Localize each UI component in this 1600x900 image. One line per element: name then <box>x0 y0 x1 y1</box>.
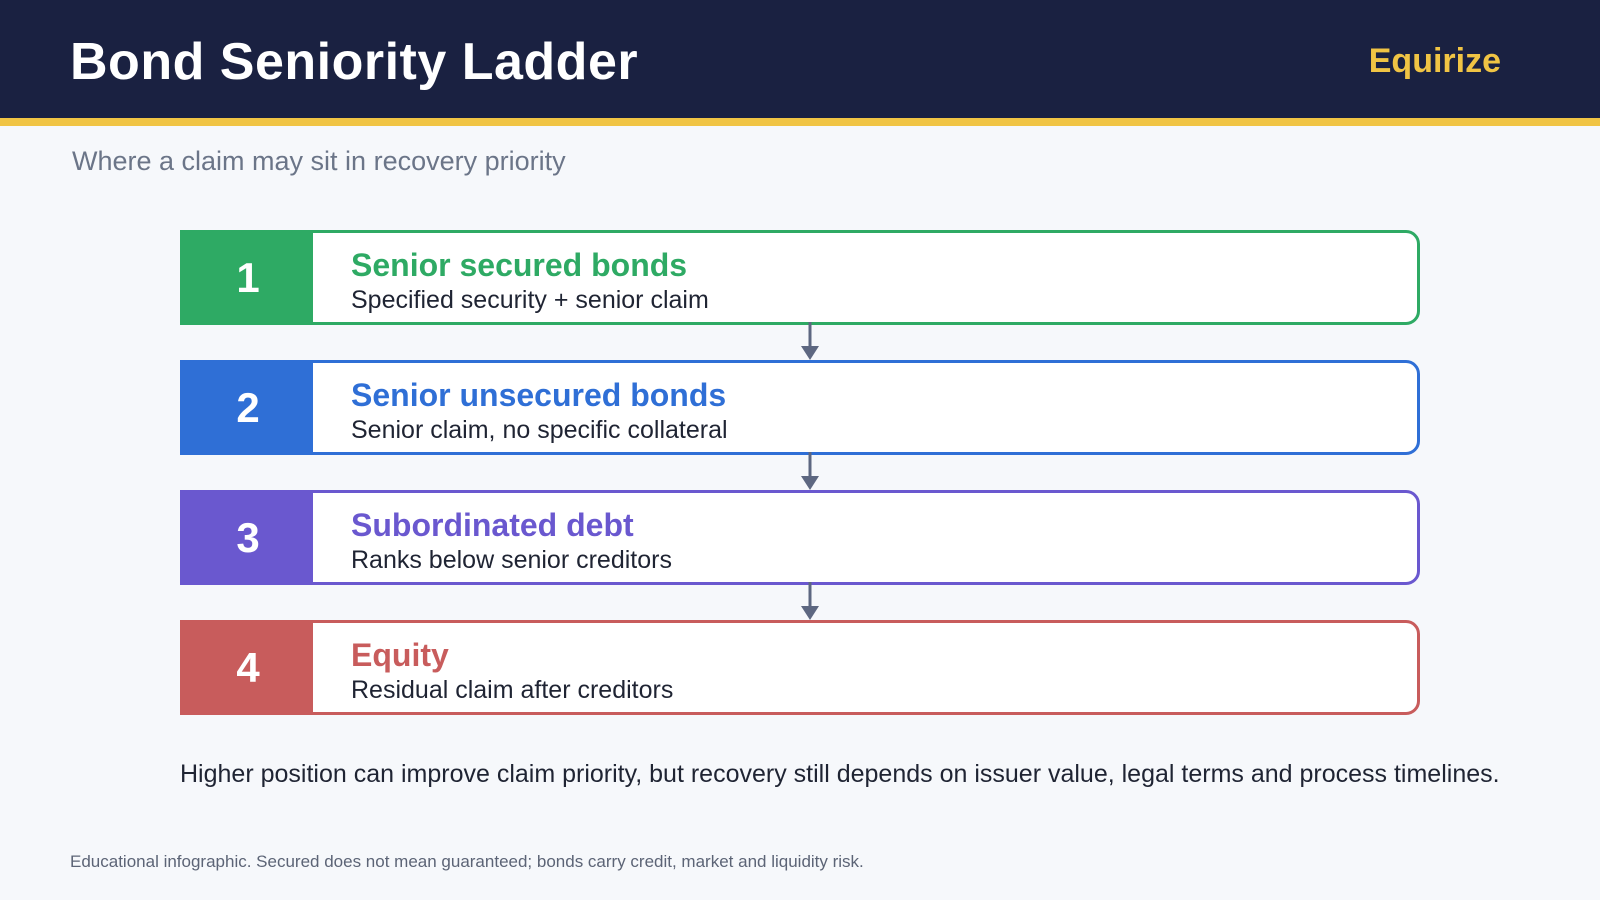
ladder-rung-senior-secured: 1 Senior secured bonds Specified securit… <box>180 230 1420 325</box>
down-arrow-icon <box>801 582 819 620</box>
rung-rank-badge: 4 <box>183 623 313 712</box>
page-title: Bond Seniority Ladder <box>70 33 639 91</box>
page-subtitle: Where a claim may sit in recovery priori… <box>72 146 566 176</box>
down-arrow-icon <box>801 452 819 490</box>
brand-logo-text: Equirize <box>1368 42 1501 80</box>
rung-rank-badge: 3 <box>183 493 313 582</box>
rung-description: Residual claim after creditors <box>351 676 674 704</box>
recovery-note: Higher position can improve claim priori… <box>180 760 1500 788</box>
ladder-rung-subordinated: 3 Subordinated debt Ranks below senior c… <box>180 490 1420 585</box>
header-accent-stripe <box>0 118 1600 126</box>
rung-title: Equity <box>351 637 449 673</box>
ladder-rung-equity: 4 Equity Residual claim after creditors <box>180 620 1420 715</box>
rung-title: Senior unsecured bonds <box>351 377 727 413</box>
rung-rank-badge: 2 <box>183 363 313 452</box>
rung-rank-badge: 1 <box>183 233 313 322</box>
down-arrow-icon <box>801 322 819 360</box>
rung-description: Specified security + senior claim <box>351 286 709 314</box>
disclaimer-footnote: Educational infographic. Secured does no… <box>70 852 864 871</box>
rung-description: Senior claim, no specific collateral <box>351 416 728 444</box>
header-bar: Bond Seniority Ladder Equirize <box>0 0 1600 118</box>
rung-description: Ranks below senior creditors <box>351 546 672 574</box>
rung-title: Senior secured bonds <box>351 247 688 283</box>
ladder-rung-senior-unsecured: 2 Senior unsecured bonds Senior claim, n… <box>180 360 1420 455</box>
rung-title: Subordinated debt <box>351 507 634 543</box>
